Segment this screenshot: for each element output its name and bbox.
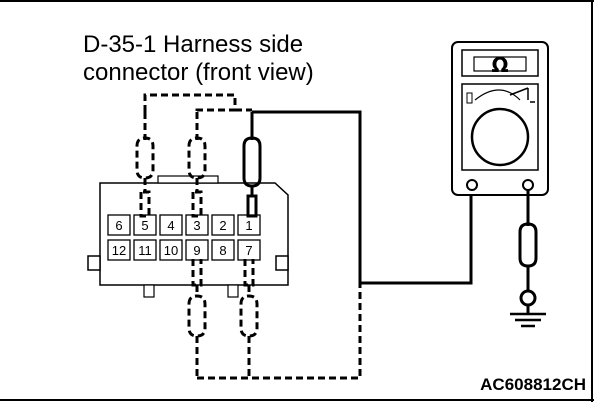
diagram-title-line-1: D-35-1 Harness side (83, 31, 304, 58)
pin-label-7: 7 (245, 243, 252, 258)
ground-probe (518, 190, 538, 313)
dashed-wire-bottom (197, 283, 362, 380)
pin-label-3: 3 (193, 218, 200, 233)
pin-label-12: 12 (112, 243, 126, 258)
diagram-title-line-2: connector (front view) (83, 59, 314, 86)
ohm-symbol: Ω (491, 53, 508, 77)
figure-code: AC608812CH (480, 375, 586, 394)
probe-pin-7 (239, 259, 259, 378)
pin-label-8: 8 (219, 243, 226, 258)
probe-pin-1 (242, 112, 262, 218)
pin-label-2: 2 (219, 218, 226, 233)
probe-pin-3 (187, 112, 207, 218)
pin-label-10: 10 (164, 243, 178, 258)
dashed-wire-top (143, 93, 252, 112)
pin-label-9: 9 (193, 243, 200, 258)
probe-pin-9 (187, 259, 207, 378)
pin-label-1: 1 (245, 218, 252, 233)
probe-pin-5 (135, 112, 155, 218)
ground-icon (510, 312, 546, 328)
pin-row-bottom: 12 11 10 9 8 7 (107, 239, 261, 261)
pin-label-4: 4 (167, 218, 174, 233)
connector-housing (87, 175, 289, 298)
pin-label-5: 5 (141, 218, 148, 233)
pin-label-11: 11 (138, 243, 152, 258)
pin-label-6: 6 (115, 218, 122, 233)
ohmmeter-icon (451, 41, 549, 196)
pin-row-top: 6 5 4 3 2 1 (107, 214, 261, 236)
